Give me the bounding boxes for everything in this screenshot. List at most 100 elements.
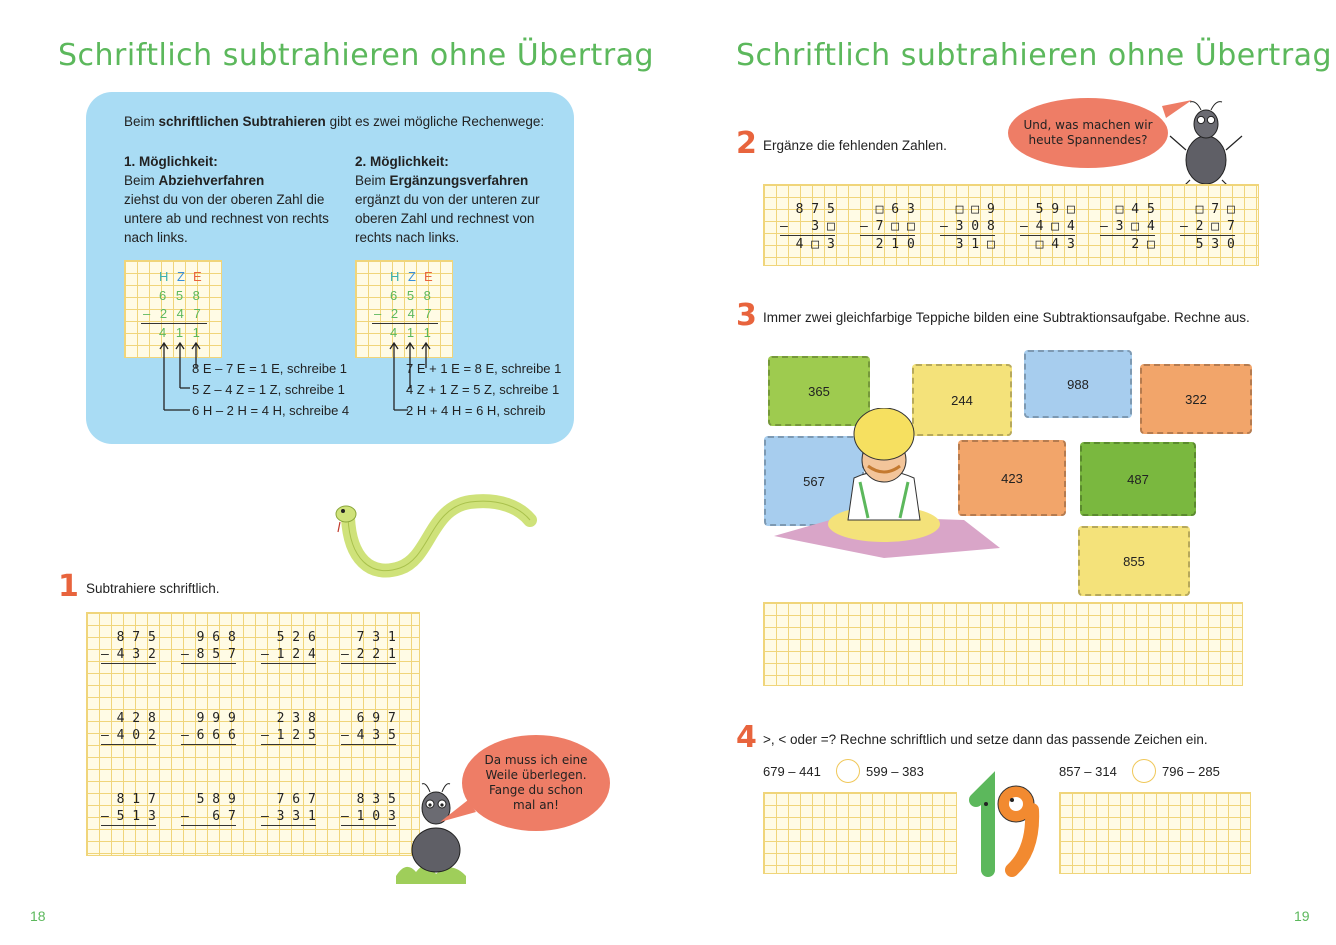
task2-number: 2 — [736, 126, 757, 161]
option2-steps: 7 E + 1 E = 8 E, schreibe 1 4 Z + 1 Z = … — [406, 361, 562, 418]
subtraction-problem: 9 6 8 – 8 5 7 — [181, 629, 236, 664]
task3-instruction: Immer zwei gleichfarbige Teppiche bilden… — [763, 310, 1250, 325]
compare2-answer-grid[interactable] — [1059, 792, 1251, 874]
info-intro: Beim schriftlichen Subtrahieren gibt es … — [124, 114, 545, 129]
compare1-right: 599 – 383 — [866, 764, 924, 779]
minuend: 2 3 8 — [276, 711, 316, 726]
left-page: Schriftlich subtrahieren ohne Übertrag B… — [30, 38, 655, 924]
result-line — [341, 744, 396, 745]
option1-steps: 8 E – 7 E = 1 E, schreibe 1 5 Z – 4 Z = … — [192, 361, 350, 418]
sum-line — [141, 323, 207, 324]
subtrahend: – 5 1 3 — [101, 809, 156, 824]
fill-in-problem: 8 7 5 – 3 □4 □ 3 — [780, 201, 835, 253]
subtrahend: – 4 0 2 — [101, 728, 156, 743]
subtrahend: – 3 □ 4 — [1100, 219, 1155, 234]
compare2-answer-circle[interactable] — [1132, 759, 1156, 783]
right-page: Schriftlich subtrahieren ohne Übertrag U… — [668, 0, 1336, 945]
minuend: 7 3 1 — [356, 630, 396, 645]
minuend: 9 6 8 — [196, 630, 236, 645]
rug: 855 — [1078, 526, 1190, 596]
subtrahend: – 1 2 5 — [261, 728, 316, 743]
numbers-illustration — [969, 771, 1040, 877]
fakir-illustration — [774, 408, 1000, 558]
left-page-title: Schriftlich subtrahieren ohne Übertrag — [58, 38, 655, 73]
compare1-answer-grid[interactable] — [763, 792, 957, 874]
subtraction-problem: 6 9 7– 4 3 5 — [341, 710, 396, 745]
subtrahend: – 8 5 7 — [181, 647, 236, 662]
beetle-illustration — [1169, 101, 1243, 191]
minuend: 5 2 6 — [276, 630, 316, 645]
rug-value: 988 — [1067, 376, 1089, 392]
difference: □ 4 3 — [1020, 235, 1075, 253]
result-line — [181, 744, 236, 745]
rug-value: 567 — [803, 473, 825, 489]
option2-heading: 2. Möglichkeit: — [355, 154, 449, 169]
minuend: □ 7 □ — [1195, 202, 1235, 217]
compare1-answer-circle[interactable] — [836, 759, 860, 783]
result-line — [181, 663, 236, 664]
difference: 2 1 0 — [860, 235, 915, 253]
subtraction-problem: 5 2 6– 1 2 4 — [261, 629, 316, 664]
subtrahend: – 6 7 — [181, 809, 236, 824]
result-line — [101, 825, 156, 826]
minuend: 9 9 9 — [196, 711, 236, 726]
task3-answer-grid[interactable] — [763, 602, 1243, 686]
subtraction-problem: 7 6 7 – 3 3 1 — [261, 791, 316, 826]
result-line — [261, 663, 316, 664]
subtrahend: – 4 3 2 — [101, 647, 156, 662]
subtrahend: – 3 3 1 — [261, 809, 316, 824]
minuend: 5 9 □ — [1035, 202, 1075, 217]
rug: 365 — [768, 356, 870, 426]
bubble-tail — [440, 800, 476, 822]
subtrahend: – 1 0 3 — [341, 809, 396, 824]
fill-in-problem: 5 9 □ – 4 □ 4□ 4 3 — [1020, 201, 1075, 253]
subtrahend: – 2 2 1 — [341, 647, 396, 662]
compare2-left: 857 – 314 — [1059, 764, 1117, 779]
subtraction-problem: 5 8 9– 6 7 — [181, 791, 236, 826]
task1-number: 1 — [58, 569, 79, 604]
option2-text: ergänzt du von der unteren zur oberen Za… — [355, 192, 540, 245]
difference: 4 □ 3 — [780, 235, 835, 253]
result-line — [341, 825, 396, 826]
rug: 423 — [958, 440, 1066, 516]
page-number-left: 18 — [30, 908, 46, 924]
subtrahend: – 3 0 8 — [940, 219, 995, 234]
subtrahend: – 4 □ 4 — [1020, 219, 1075, 234]
minuend: 8 7 5 — [795, 202, 835, 217]
rug-value: 423 — [1001, 470, 1023, 486]
rug-value: 322 — [1185, 391, 1207, 407]
subtraction-problem: 8 7 5– 4 3 2 — [101, 629, 156, 664]
minuend: □ □ 9 — [955, 202, 995, 217]
rug-value: 487 — [1127, 471, 1149, 487]
result-line — [261, 744, 316, 745]
fill-in-problem: □ 6 3– 7 □ □2 1 0 — [860, 201, 915, 253]
option1-heading: 1. Möglichkeit: — [124, 154, 218, 169]
minuend: 7 6 7 — [276, 792, 316, 807]
option2-column: 2. Möglichkeit: Beim Ergänzungsverfahren… — [355, 154, 540, 245]
difference: 3 1 □ — [940, 235, 995, 253]
speech-bubble-left: Da muss ich eine Weile überlegen. Fange … — [462, 735, 610, 831]
minuend: 4 2 8 — [116, 711, 156, 726]
difference: 5 3 0 — [1180, 235, 1235, 253]
minuend: 6 9 7 — [356, 711, 396, 726]
task4-instruction: >, < oder =? Rechne schriftlich und setz… — [763, 732, 1208, 747]
subtrahend: – 6 6 6 — [181, 728, 236, 743]
rug-value: 244 — [951, 392, 973, 408]
subtraction-problem: 2 3 8 – 1 2 5 — [261, 710, 316, 745]
rug: 322 — [1140, 364, 1252, 434]
option1-text: ziehst du von der oberen Zahl die untere… — [124, 192, 329, 245]
result-line — [261, 825, 316, 826]
subtraction-problem: 7 3 1 – 2 2 1 — [341, 629, 396, 664]
task2-grid: 8 7 5 – 3 □4 □ 3 □ 6 3– 7 □ □2 1 0 □ □ 9 – 3… — [763, 184, 1259, 266]
minuend: □ 4 5 — [1115, 202, 1155, 217]
task4-number: 4 — [736, 720, 757, 755]
compare2-right: 796 – 285 — [1162, 764, 1220, 779]
task1-instruction: Subtrahiere schriftlich. — [86, 581, 220, 596]
subtrahend: – 3 □ — [780, 219, 835, 234]
beetle-illustration — [396, 783, 466, 884]
subtraction-problem: 9 9 9 – 6 6 6 — [181, 710, 236, 745]
task1-grid: 8 7 5– 4 3 2 9 6 8 – 8 5 7 5 2 6– 1 2 4 7 3 … — [86, 612, 420, 856]
